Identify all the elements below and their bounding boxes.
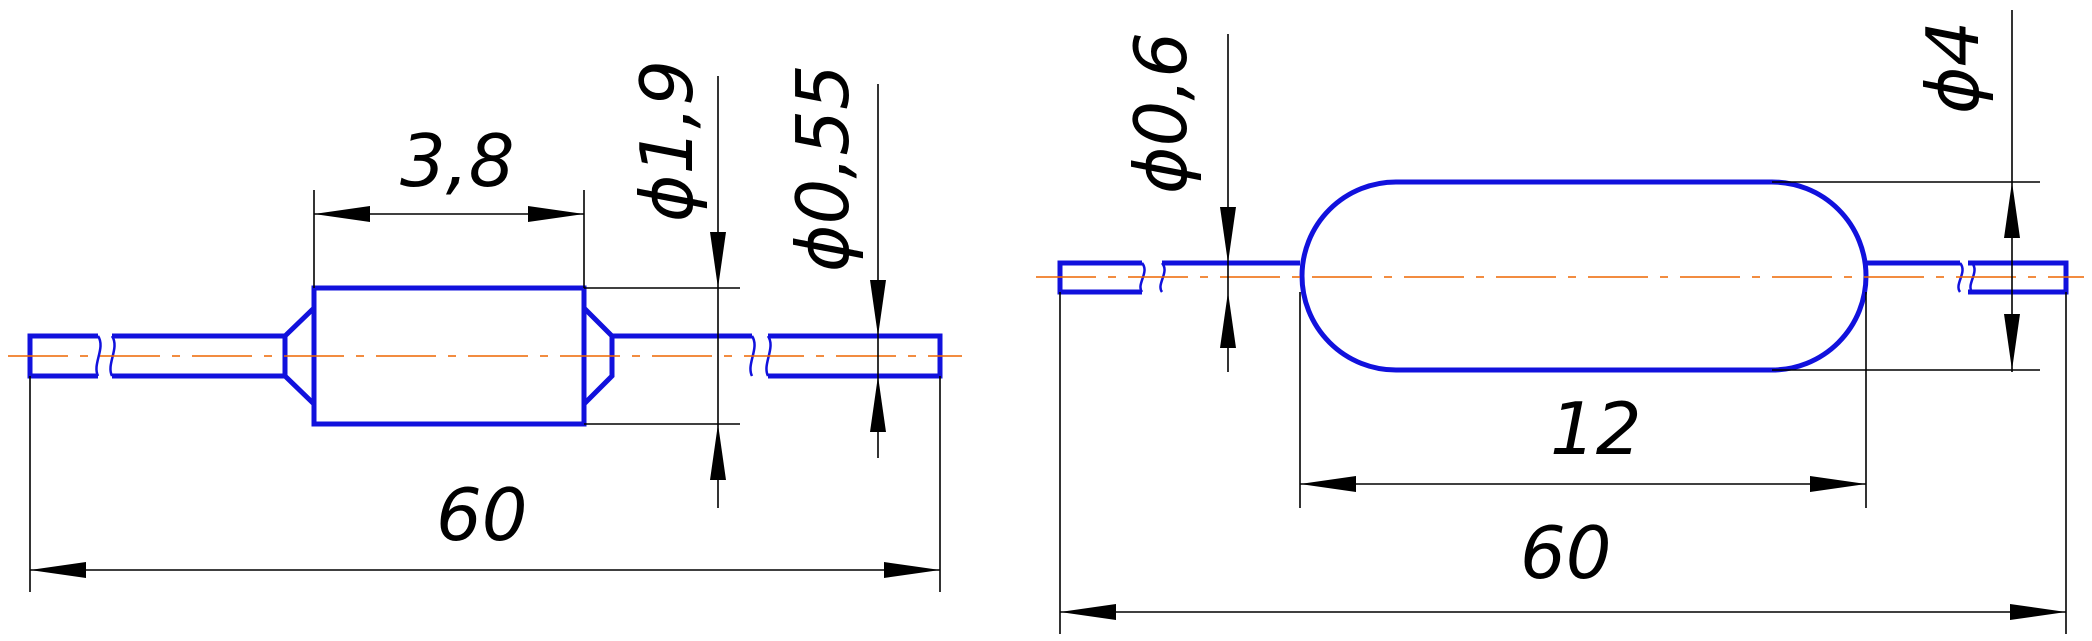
right-lead-break-a: [1139, 262, 1166, 293]
left-dim-body-diameter: ϕ1,9: [625, 60, 709, 222]
left-dimensions: [29, 76, 941, 592]
right-dim-lead-diameter: ϕ0,6: [1119, 32, 1203, 194]
arrow: [1810, 476, 1866, 492]
arrow: [2004, 314, 2020, 370]
arrow: [1300, 476, 1356, 492]
arrow: [30, 562, 86, 578]
left-dim-lead-diameter: ϕ0,55: [781, 64, 865, 272]
arrow: [314, 206, 370, 222]
right-dim-total-length: 60: [1520, 511, 1612, 595]
right-lead-break-b: [1957, 262, 1976, 293]
arrow: [1220, 292, 1236, 348]
arrow: [884, 562, 940, 578]
left-dim-total-length: 60: [436, 473, 528, 557]
right-component: [1057, 179, 2069, 373]
right-dimensions: [1059, 10, 2067, 634]
arrow: [710, 232, 726, 288]
right-body-capsule: [1299, 179, 1869, 373]
arrow: [1220, 207, 1236, 263]
arrow: [528, 206, 584, 222]
arrow: [1060, 604, 1116, 620]
arrow: [870, 280, 886, 336]
left-dim-body-length: 3,8: [400, 119, 515, 203]
right-dim-body-diameter: ϕ4: [1911, 21, 1995, 114]
right-dim-body-length: 12: [1550, 387, 1642, 471]
arrow: [710, 424, 726, 480]
arrow: [2004, 182, 2020, 238]
arrow: [2010, 604, 2066, 620]
arrow: [870, 376, 886, 432]
